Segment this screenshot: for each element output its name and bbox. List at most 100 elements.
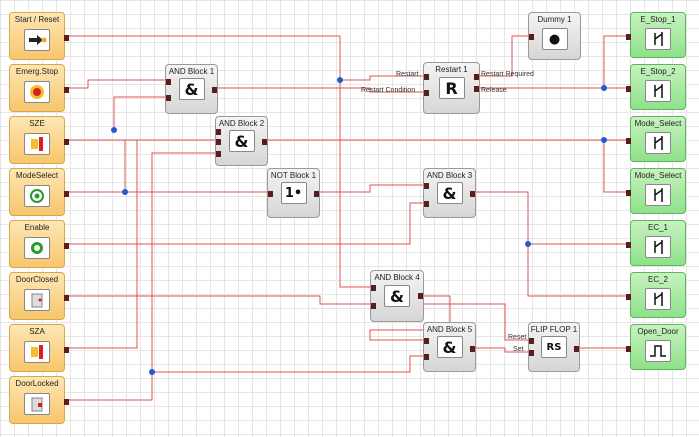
output-block-e-stop-1[interactable]: E_Stop_1 [626,12,686,58]
and-block-4[interactable]: AND Block 4 & [370,270,424,322]
output-pin[interactable] [474,86,479,92]
output-label: E_Stop_1 [640,15,676,24]
door-locked-icon [24,393,50,415]
output-pin[interactable] [64,243,69,249]
output-label: Mode_Select [634,119,682,128]
output-pin[interactable] [470,191,475,197]
pin-label-restart-required: Restart Required [481,71,534,78]
and-block-5[interactable]: AND Block 5 & [423,322,476,372]
output-label: Open_Door [637,327,679,336]
junction-dot [122,189,128,195]
input-block-mode-select[interactable]: ModeSelect [9,168,69,216]
output-pin[interactable] [262,139,267,145]
input-block-emerg-stop[interactable]: Emerg.Stop [9,64,69,112]
output-block-e-stop-2[interactable]: E_Stop_2 [626,64,686,110]
output-pin[interactable] [64,295,69,301]
output-pin[interactable] [470,346,475,352]
input-block-door-locked[interactable]: DoorLocked [9,376,69,424]
junction-dot [149,369,155,375]
and-block-1[interactable]: AND Block 1 & [165,64,218,114]
input-label: Enable [24,223,50,232]
input-pin[interactable] [166,95,171,101]
input-pin[interactable] [216,139,221,145]
output-pin[interactable] [64,139,69,145]
input-block-start-reset[interactable]: Start / Reset [9,12,69,60]
output-pin[interactable] [574,346,579,352]
input-pin[interactable] [424,201,429,207]
output-pin[interactable] [64,87,69,93]
wire [218,87,423,93]
dummy-block-1[interactable]: Dummy 1 ● [528,12,581,60]
wire [63,202,423,245]
not-block-1[interactable]: NOT Block 1 1• [267,168,320,218]
input-block-enable[interactable]: Enable [9,220,69,268]
output-pin[interactable] [418,293,423,299]
input-pin[interactable] [371,285,376,291]
output-block-ec-2[interactable]: EC_2 [626,272,686,318]
input-block-sza[interactable]: SZA [9,324,69,372]
input-block-door-closed[interactable]: DoorClosed [9,272,69,320]
output-label: E_Stop_2 [640,67,676,76]
input-pin[interactable] [424,74,429,80]
flip-flop-block-1[interactable]: FLIP FLOP 1 RS [528,322,580,372]
input-block-sze[interactable]: SZE [9,116,69,164]
output-pin[interactable] [474,74,479,80]
wire [603,35,630,88]
input-pin[interactable] [529,338,534,344]
junction-dot [601,137,607,143]
input-label: DoorClosed [15,275,59,284]
output-block-ec-1[interactable]: EC_1 [626,220,686,266]
input-pin[interactable] [268,191,273,197]
wire [480,35,528,77]
and-gate-icon: & [384,285,410,307]
input-pin[interactable] [626,86,631,92]
input-pin[interactable] [216,129,221,135]
input-pin[interactable] [424,338,429,344]
output-pin[interactable] [64,347,69,353]
wire [63,139,215,349]
output-block-mode-select-1[interactable]: Mode_Select [626,116,686,162]
input-pin[interactable] [529,34,534,40]
wire [63,152,215,401]
and-gate-icon: & [178,78,205,100]
output-label: Mode_Select [634,171,682,180]
input-label: DoorLocked [15,379,59,388]
input-pin[interactable] [216,151,221,157]
input-pin[interactable] [371,303,376,309]
input-pin[interactable] [424,90,429,96]
input-pin[interactable] [424,354,429,360]
input-pin[interactable] [626,138,631,144]
input-pin[interactable] [626,294,631,300]
input-pin[interactable] [626,242,631,248]
output-pin[interactable] [64,35,69,41]
and-block-2[interactable]: AND Block 2 & [215,116,268,166]
input-pin[interactable] [166,79,171,85]
input-pin[interactable] [424,183,429,189]
block-label: Dummy 1 [537,15,572,24]
input-pin[interactable] [529,350,534,356]
pin-label-set: Set [513,346,524,353]
restart-block-1[interactable]: Restart 1 R [423,62,480,114]
input-pin[interactable] [626,346,631,352]
input-pin[interactable] [626,34,631,40]
contact-output-icon [645,80,671,102]
block-label: AND Block 2 [218,119,265,128]
output-label: EC_1 [647,223,668,232]
pin-label-restart: Restart [396,71,419,78]
output-label: EC_2 [647,275,668,284]
mode-select-icon [24,185,50,207]
output-pin[interactable] [64,399,69,405]
block-label: AND Block 4 [374,273,420,282]
block-label: NOT Block 1 [270,171,317,180]
block-label: AND Block 3 [426,171,473,180]
input-pin[interactable] [626,190,631,196]
and-block-3[interactable]: AND Block 3 & [423,168,476,218]
output-block-open-door[interactable]: Open_Door [626,324,686,370]
output-pin[interactable] [212,87,217,93]
output-block-mode-select-2[interactable]: Mode_Select [626,168,686,214]
output-pin[interactable] [64,191,69,197]
wire [320,184,423,193]
not-gate-icon: 1• [280,182,307,204]
output-pin[interactable] [314,191,319,197]
wire [63,79,165,89]
